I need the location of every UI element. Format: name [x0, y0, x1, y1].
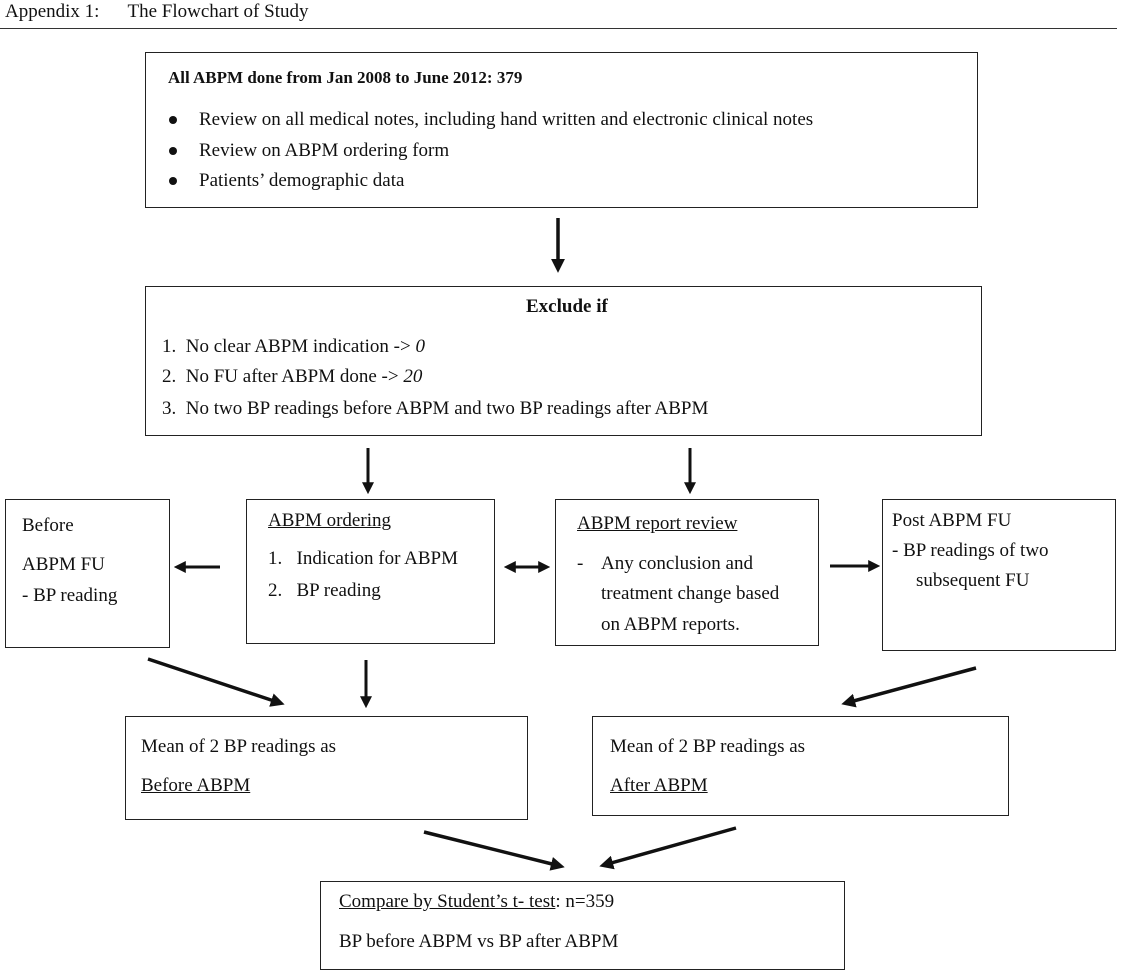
- exclude-item-2: 2. No FU after ABPM done -> 20: [162, 366, 422, 388]
- all-abpm-bullet-2: Review on ABPM ordering form: [199, 140, 450, 161]
- report-review-line-3: on ABPM reports.: [601, 614, 740, 635]
- compare-line-2: BP before ABPM vs BP after ABPM: [339, 931, 619, 952]
- arrow-post-fu-to-mean-after: [841, 666, 977, 708]
- mean-before-box: [125, 716, 528, 820]
- before-fu-box: [5, 499, 170, 648]
- exclude-item-3: 3. No two BP readings before ABPM and tw…: [162, 398, 708, 420]
- before-fu-line-1: Before: [22, 515, 74, 536]
- exclude-item-1: 1. No clear ABPM indication -> 0: [162, 336, 425, 358]
- exclude-item-2-count: 20: [403, 366, 423, 387]
- compare-line-1: Compare by Student’s t- test: n=359: [339, 891, 614, 913]
- bullet-icon: [169, 177, 177, 185]
- all-abpm-title: All ABPM done from Jan 2008 to June 2012…: [168, 68, 523, 87]
- exclude-item-1-count: 0: [415, 336, 425, 357]
- exclude-item-3-num: 3.: [162, 398, 177, 419]
- mean-before-line-1: Mean of 2 BP readings as: [141, 736, 337, 757]
- header-rule: [0, 28, 1117, 29]
- ordering-item-1: 1. Indication for ABPM: [268, 548, 458, 570]
- before-fu-line-3: - BP reading: [22, 585, 118, 606]
- report-review-title: ABPM report review: [577, 513, 738, 534]
- all-abpm-bullet-3: Patients’ demographic data: [199, 170, 405, 191]
- compare-box: [320, 881, 845, 970]
- exclude-box: [145, 286, 982, 436]
- arrow-mean-before-to-compare: [423, 830, 565, 871]
- report-review-box: [555, 499, 819, 646]
- post-fu-line-1: - BP readings of two: [892, 540, 1049, 561]
- post-fu-title: Post ABPM FU: [892, 510, 1012, 531]
- mean-after-line-1: Mean of 2 BP readings as: [610, 736, 806, 757]
- exclude-item-3-text: No two BP readings before ABPM and two B…: [185, 398, 709, 419]
- ordering-title: ABPM ordering: [268, 510, 391, 531]
- ordering-item-2-text: BP reading: [296, 580, 381, 601]
- ordering-item-2-num: 2.: [268, 580, 283, 601]
- figure-header: Appendix 1: The Flowchart of Study: [5, 1, 308, 23]
- arrow-mean-after-to-compare: [599, 826, 737, 870]
- all-abpm-bullet-1: Review on all medical notes, including h…: [199, 109, 814, 130]
- figure-title: The Flowchart of Study: [127, 1, 309, 22]
- exclude-item-1-num: 1.: [162, 336, 177, 357]
- post-fu-box: [882, 499, 1116, 651]
- mean-before-line-2: Before ABPM: [141, 775, 251, 796]
- post-fu-line-2: subsequent FU: [916, 570, 1030, 591]
- bullet-icon: [169, 147, 177, 155]
- mean-after-box: [592, 716, 1009, 816]
- exclude-item-2-text: No FU after ABPM done ->: [185, 366, 404, 387]
- ordering-item-1-num: 1.: [268, 548, 283, 569]
- before-fu-line-2: ABPM FU: [22, 554, 105, 575]
- exclude-title: Exclude if: [526, 296, 608, 317]
- report-review-dash: -: [577, 553, 584, 574]
- exclude-item-2-num: 2.: [162, 366, 177, 387]
- mean-after-line-2: After ABPM: [610, 775, 708, 796]
- compare-n: : n=359: [555, 891, 615, 912]
- exclude-item-1-text: No clear ABPM indication ->: [185, 336, 416, 357]
- bullet-icon: [169, 116, 177, 124]
- report-review-line-2: treatment change based: [601, 583, 780, 604]
- ordering-box: [246, 499, 495, 644]
- arrow-before-fu-to-mean-before: [147, 657, 285, 707]
- appendix-label: Appendix 1:: [5, 1, 100, 22]
- all-abpm-box: [145, 52, 978, 208]
- ordering-item-2: 2. BP reading: [268, 580, 381, 602]
- compare-title: Compare by Student’s t- test: [339, 891, 556, 912]
- report-review-line-1: Any conclusion and: [601, 553, 753, 574]
- ordering-item-1-text: Indication for ABPM: [296, 548, 459, 569]
